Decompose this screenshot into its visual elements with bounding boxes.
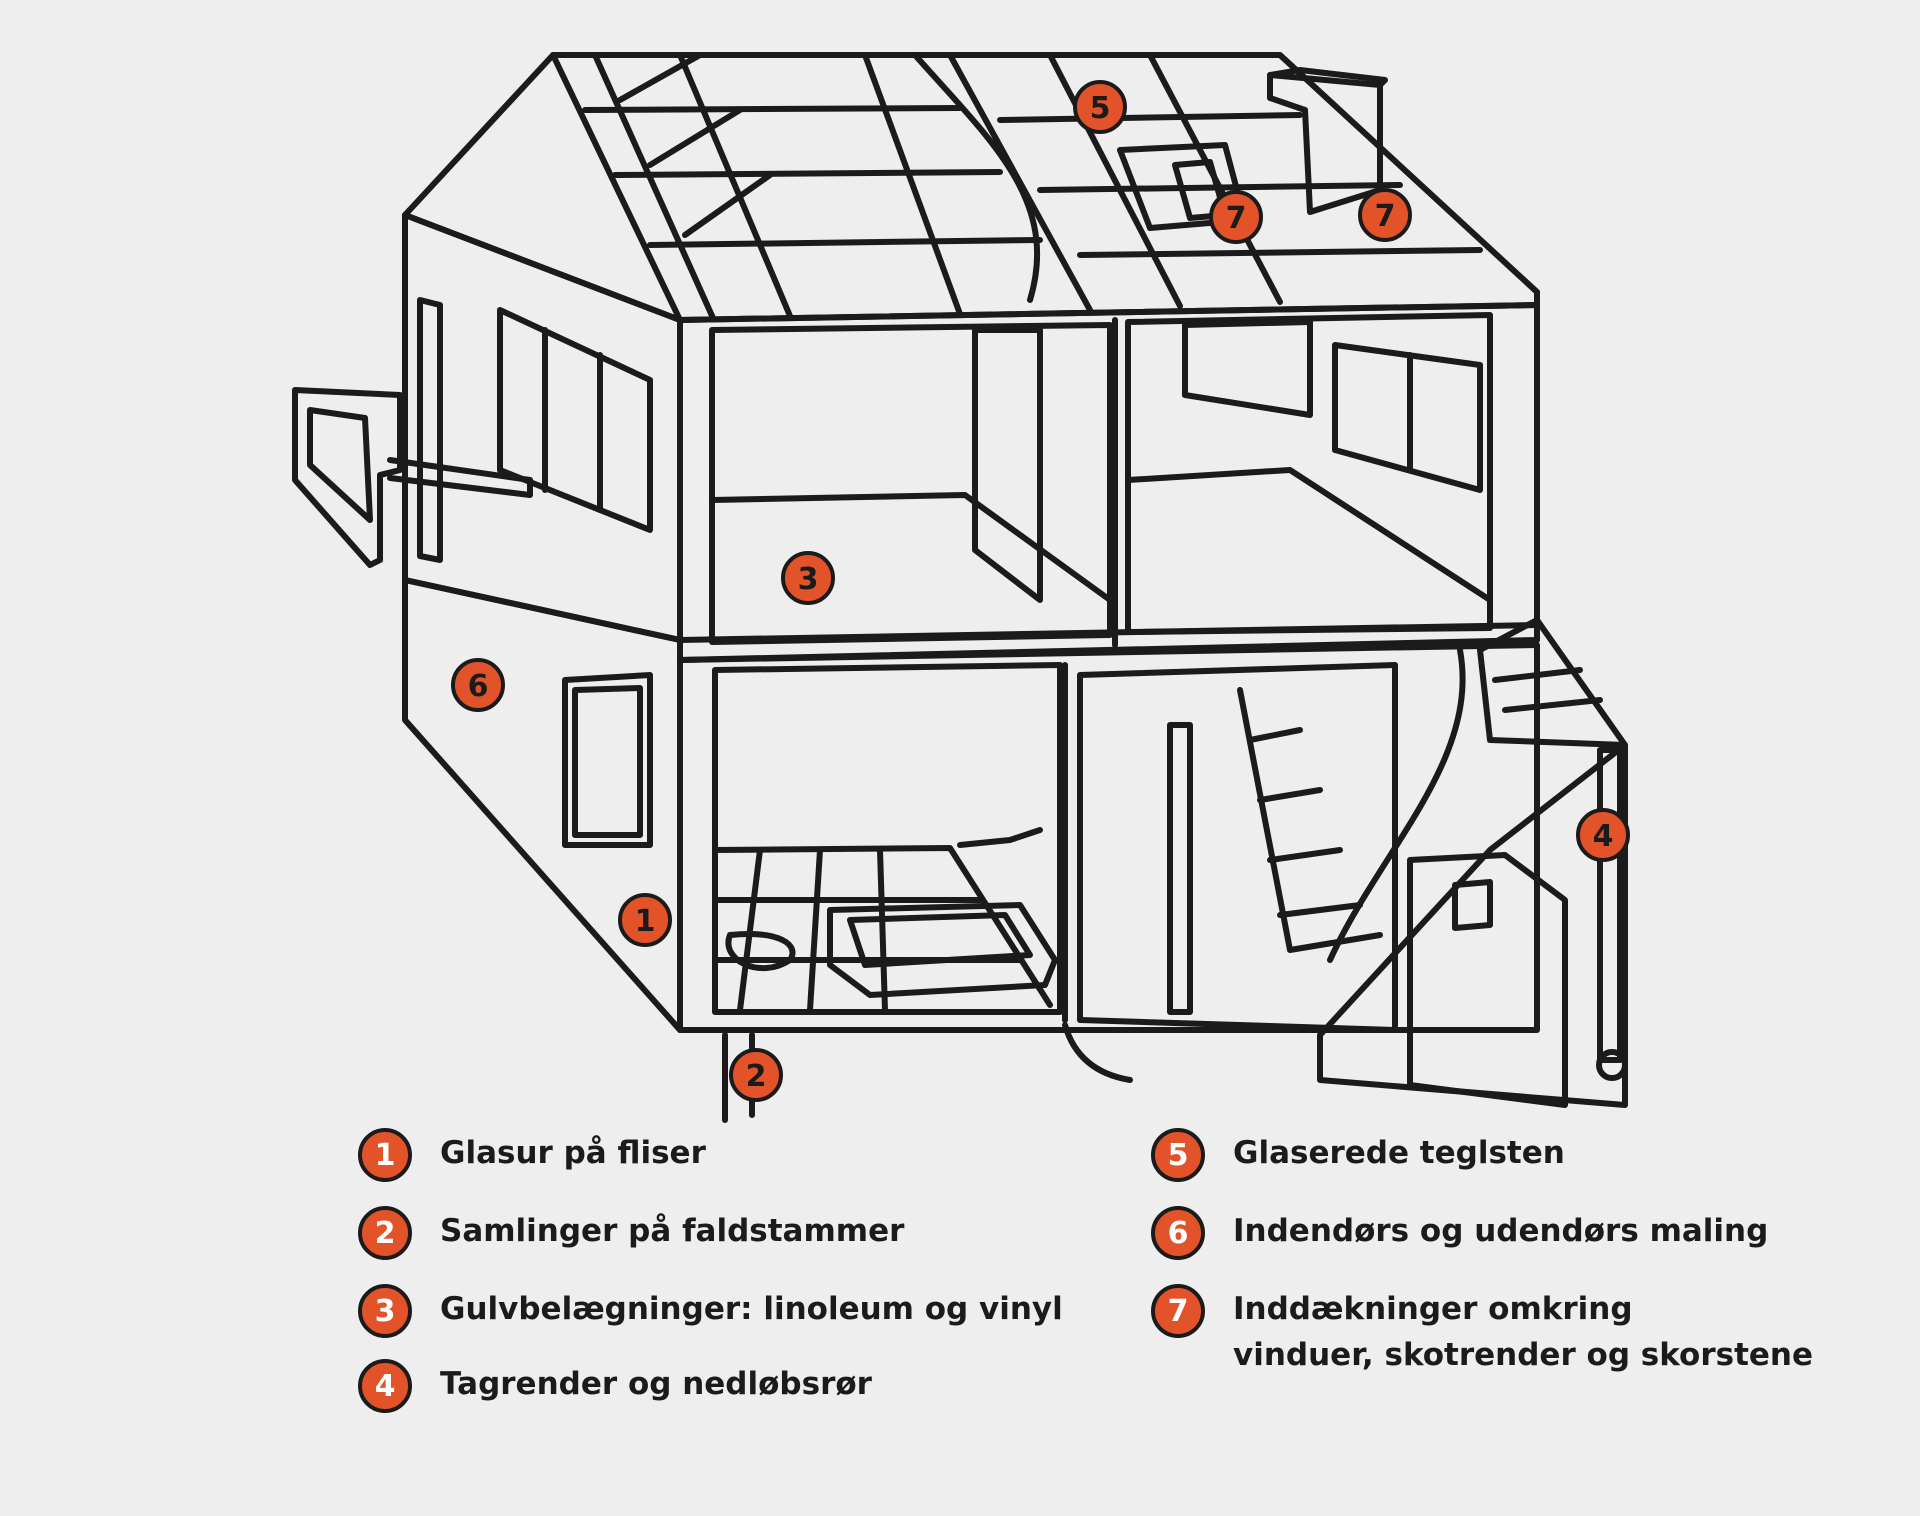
roof-cross-1 [617,52,703,103]
roof-beam-1 [582,105,963,113]
marker-tile-glaze: 1 [618,893,672,947]
roof-beam-2 [612,169,1003,178]
legend-label: Glaserede teglsten [1233,1135,1565,1171]
svg-text:1: 1 [635,904,656,939]
lower-wall-column [1167,722,1193,1015]
annex-door-window [1452,879,1493,931]
marker-roof-tiles: 5 [1073,80,1127,134]
marker-paint: 6 [451,658,505,712]
hall-cable [1327,647,1466,963]
legend-number-badge: 4 [358,1359,412,1413]
upper-room2-back [1125,312,1493,635]
lower-floor [677,642,1540,1033]
svg-text:4: 4 [1593,819,1614,854]
roof-tile-row-3 [1077,247,1483,258]
upper-window-2 [1332,342,1483,493]
toilet [725,931,796,972]
annex [1317,742,1628,1108]
legend-label: Inddækninger omkring vinduer, skotrender… [1233,1291,1814,1373]
legend-label: Gulvbelægninger: linoleum og vinyl [440,1291,1063,1327]
roof-tile-line-1 [947,52,1093,313]
left-door [562,672,653,848]
stair-step-3 [1267,847,1343,863]
legend-item-5: 5 Glaserede teglsten [1151,1128,1565,1182]
stair-step-2 [1257,787,1323,803]
marker-waste-pipe: 2 [729,1048,783,1102]
house-drawing [292,52,1628,1123]
stairwell [1077,662,1398,1033]
legend-label: Indendørs og udendørs maling [1233,1213,1769,1249]
balcony-bar [387,457,533,498]
annex-roof [1477,617,1628,748]
marker-floor-covering: 3 [781,551,835,605]
upper-door [972,327,1043,603]
annex-roof-scales [1492,667,1603,713]
upper-room2-floor [1125,467,1493,603]
legend-label: Samlinger på faldstammer [440,1213,905,1249]
balcony [292,387,403,568]
balcony-inner [307,407,373,523]
legend-item-7: 7 Inddækninger omkring vinduer, skotrend… [1151,1284,1813,1378]
svg-text:3: 3 [798,562,819,597]
roof-rafter-2 [677,52,793,319]
roof-tile-row-1 [997,112,1303,123]
chimney-top [1267,67,1388,88]
bathroom-floor [712,845,1053,1008]
roof-tile-line-2 [1047,52,1183,309]
bathroom-tile-1 [737,847,763,1013]
svg-text:7: 7 [1226,201,1247,236]
roof-rafter-3 [862,52,963,317]
upper-room-back [709,322,1113,645]
roof-cross-3 [682,172,773,238]
marker-gutters: 4 [1576,808,1630,862]
svg-text:5: 5 [1090,91,1111,126]
marker-chimney-flashing: 7 [1358,188,1412,242]
legend-number-badge: 3 [358,1284,412,1338]
bathtub [827,902,1058,998]
left-window-1 [417,297,443,563]
bathtub-inner [847,912,1033,968]
legend-label: Tagrender og nedløbsrør [440,1366,872,1402]
bathroom-tile-2 [807,847,823,1013]
stairs [1237,687,1383,953]
legend-number-badge: 7 [1151,1284,1205,1338]
svg-text:7: 7 [1375,199,1396,234]
annex-door [1407,852,1568,1108]
legend-item-3: 3 Gulvbelægninger: linoleum og vinyl [358,1284,1063,1338]
legend-item-6: 6 Indendørs og udendørs maling [1151,1206,1768,1260]
roof-cross-2 [647,107,743,168]
legend-number-badge: 2 [358,1206,412,1260]
roof-beam-3 [647,237,1043,248]
markers: 5 7 7 3 6 1 2 4 [451,80,1630,1102]
faucet [957,827,1043,848]
stair-step-1 [1247,727,1303,743]
stair-step-4 [1277,902,1363,918]
upper-room-floor [709,492,1113,603]
waste-pipe-mid [1062,1022,1133,1083]
left-door-inner [572,685,643,838]
legend-number-badge: 5 [1151,1128,1205,1182]
marker-roof-window-flashing: 7 [1209,190,1263,244]
legend-item-2: 2 Samlinger på faldstammer [358,1206,904,1260]
legend-number-badge: 1 [358,1128,412,1182]
legend-label: Glasur på fliser [440,1135,706,1171]
svg-text:6: 6 [468,669,489,704]
upper-window-1 [1182,319,1313,418]
legend-item-1: 1 Glasur på fliser [358,1128,706,1182]
svg-text:2: 2 [746,1059,767,1094]
legend-number-badge: 6 [1151,1206,1205,1260]
roof-rafter-1 [592,52,716,321]
roof-ridge-left [550,52,683,323]
bathroom-tile-3 [877,847,888,1013]
downpipe-lower [1597,747,1623,1063]
legend-item-4: 4 Tagrender og nedløbsrør [358,1359,872,1413]
downpipe-outlet [1596,1049,1628,1081]
